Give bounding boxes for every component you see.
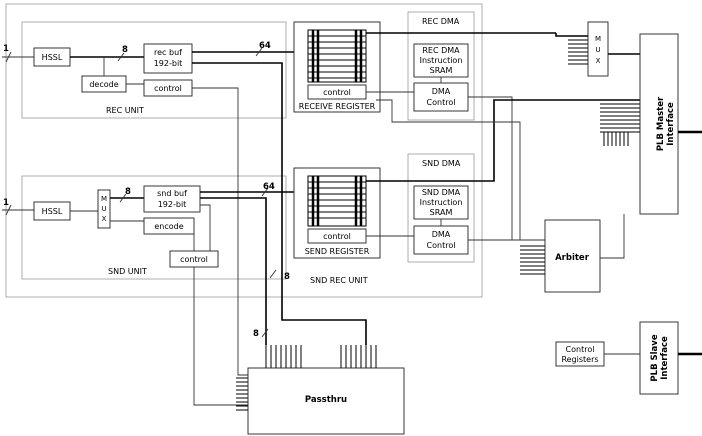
snd-rec-unit-label: SND REC UNIT: [310, 276, 368, 285]
rec-dmac-label-1: DMA: [432, 87, 451, 96]
rx-reg-status-line: [376, 99, 521, 240]
rec-sram-label-2: Instruction: [420, 56, 463, 65]
snd-dma-label: SND DMA: [422, 159, 461, 168]
rec-input-slash: [5, 51, 12, 63]
pass-8a-width: 8: [284, 272, 290, 282]
snd-buf-label-1: snd buf: [157, 189, 187, 198]
mux-snd-block: [97, 189, 111, 229]
arbiter-label: Arbiter: [555, 253, 590, 263]
plb-slave-label-1: PLB Slave: [650, 334, 660, 381]
snd-to-passthru-bus: [200, 197, 267, 345]
snd-control-label: control: [180, 255, 208, 264]
mux-snd-letter-3: X: [102, 215, 107, 223]
encode-block: [143, 217, 195, 235]
decode-label: decode: [89, 80, 118, 89]
passthru-label: Passthru: [305, 395, 347, 405]
rec-dma-label: REC DMA: [422, 17, 460, 26]
mux-rec-input-lines: [568, 39, 588, 65]
snd-8-width: 8: [125, 187, 131, 197]
hssl-snd-label: HSSL: [42, 207, 63, 216]
rec-unit-label: REC UNIT: [106, 106, 144, 115]
passthru-top-lines-right: [340, 345, 377, 368]
hssl-rec-label: HSSL: [42, 53, 63, 62]
snd-dmac-label-2: Control: [427, 241, 456, 250]
plb-slave-label-2: Interface: [660, 336, 670, 380]
rec-dmac-label-2: Control: [427, 98, 456, 107]
snd-buf-block: [143, 185, 201, 213]
mux-snd-letter-1: M: [101, 195, 107, 203]
rec-buf-label-2: 192-bit: [154, 59, 183, 68]
tx-reg-control-label: control: [323, 232, 351, 241]
passthru-block: [247, 367, 405, 435]
passthru-top-lines-left: [265, 345, 302, 368]
rec-64-slash: [255, 47, 263, 57]
control-regs-label-1: Control: [566, 345, 595, 354]
pass-8b-slash: [261, 328, 269, 338]
snd-output-slash: [5, 204, 12, 216]
snd-buf-label-2: 192-bit: [158, 200, 187, 209]
snd-sram-label-2: Instruction: [420, 198, 463, 207]
send-register-stack: [307, 175, 367, 227]
pass-8b-width: 8: [253, 329, 259, 339]
rec-control-label: control: [154, 84, 182, 93]
arbiter-to-plb-master: [600, 214, 625, 259]
rec-control-to-passthru: [192, 87, 248, 376]
passthru-left-lines: [236, 377, 248, 411]
mux-rec-letter-3: X: [596, 57, 601, 65]
snd-dma-sram-block: [413, 185, 469, 220]
rec-8-slash: [117, 52, 125, 62]
snd-sram-label-1: SND DMA: [422, 188, 461, 197]
plb-slave-interface: [639, 321, 679, 395]
snd-buf-to-control: [200, 204, 211, 251]
pass-8a-slash: [269, 269, 277, 279]
receive-register-stack: [307, 29, 367, 83]
receive-register-label: RECEIVE REGISTER: [299, 102, 376, 111]
plb-master-input-lines: [600, 103, 640, 133]
arbiter-block: [544, 219, 601, 293]
rx-reg-control-label: control: [323, 88, 351, 97]
mux-rec-letter-2: U: [595, 46, 600, 54]
rx-reg-into-mux: [555, 33, 588, 37]
rec-buf-label-1: rec buf: [154, 48, 182, 57]
control-regs-label-2: Registers: [561, 355, 598, 364]
send-register-label: SEND REGISTER: [305, 247, 370, 256]
rec-sram-label-3: SRAM: [430, 66, 453, 75]
plb-master-label-1: PLB Master: [656, 96, 666, 151]
rec-8-width: 8: [122, 45, 128, 55]
encode-label: encode: [154, 222, 183, 231]
plb-master-label-2: Interface: [666, 102, 676, 146]
snd-64-slash: [261, 187, 269, 197]
mux-snd-letter-2: U: [101, 205, 106, 213]
snd-64-width: 64: [263, 182, 275, 192]
arbiter-input-lines: [520, 245, 545, 275]
rec-sram-label-1: REC DMA: [422, 46, 460, 55]
control-registers-block: [555, 341, 605, 367]
tx-reg-to-plb-master: [366, 99, 640, 182]
plb-master-stub-lines: [603, 132, 629, 146]
plb-master-interface: [639, 33, 679, 215]
rec-input-width: 1: [3, 44, 9, 54]
rec-buf-block: [143, 43, 193, 74]
snd-8-slash: [119, 193, 127, 203]
snd-unit-label: SND UNIT: [108, 267, 147, 276]
snd-dmac-label-1: DMA: [432, 230, 451, 239]
rec-to-passthru-bus: [192, 62, 367, 345]
mux-rec-letter-1: M: [595, 35, 601, 43]
rec-64-width: 64: [259, 41, 271, 51]
snd-control-to-passthru: [193, 267, 248, 406]
snd-sram-label-3: SRAM: [430, 208, 453, 217]
snd-output-width: 1: [3, 198, 9, 208]
rec-dma-control-block: [413, 82, 469, 112]
mux-rec-block: [587, 21, 609, 77]
rec-dma-sram-block: [413, 43, 469, 78]
